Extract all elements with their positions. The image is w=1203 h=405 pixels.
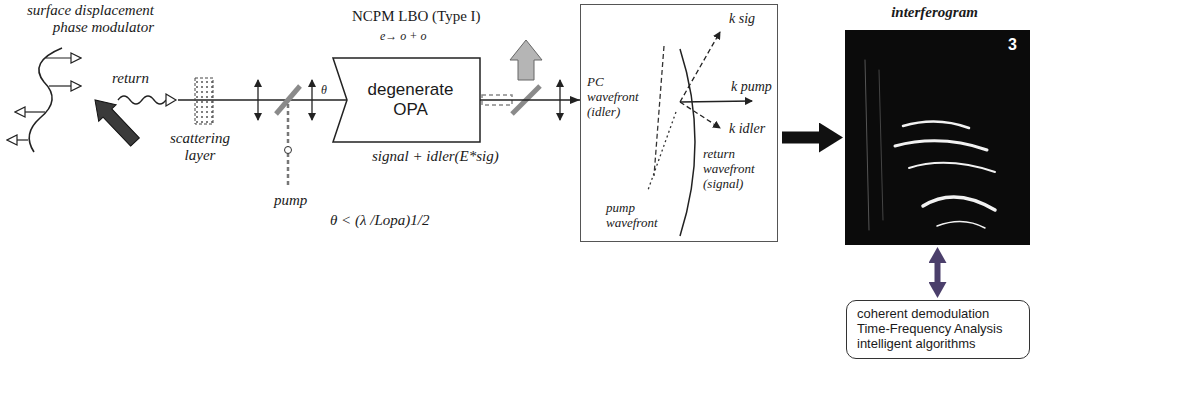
wavefront-label: PC wavefront (idler) [587,75,657,120]
wave-vector [680,101,752,102]
modulated-surface [29,48,62,152]
double-arrow [935,261,941,284]
interferogram-picture [845,30,1030,245]
vector-label: k sig [729,11,755,27]
interference-fringe [923,197,995,210]
pump-beam [287,104,290,186]
analysis-text: coherent demodulation Time-Frequency Ana… [857,307,1019,352]
wave-arrowhead [166,94,176,106]
interference-fringe [903,121,969,128]
flow-arrow [782,132,821,144]
interferogram-image: interferogram3 [845,30,1030,245]
displacement-arrow [49,85,80,86]
condition-label: θ < (λ /Lopa)1/2 [330,212,429,229]
opa-crystal-box: degenerateOPA [333,58,480,142]
pointer-arrow [86,92,143,151]
process-label: e→ o + o [380,30,426,44]
angle-label: θ [321,84,327,98]
box-title: OPA [393,100,428,120]
interference-fringe [909,163,995,172]
signal-label: return [112,70,149,87]
crystal-label: NCPM LBO (Type I) [352,8,481,25]
interference-fringe [865,60,869,230]
return-wavefront [680,49,695,236]
beam-connector [480,99,580,100]
lens-symbol [257,80,258,120]
pc-wavefront [654,46,664,176]
return-wave [118,96,166,104]
vector-label: k idler [729,121,765,137]
lens-symbol [311,80,312,120]
part-label: scattering layer [160,130,240,165]
beam-splitter [276,86,300,114]
figure-label: surface displacement phase modulator [4,2,154,37]
crystal-outline-shape [333,58,480,142]
wavefront-label: pump wavefront [606,201,676,231]
wave-vector [680,102,720,128]
pump-dump-arrow [510,40,542,80]
vector-label: k pump [731,79,772,95]
interference-fringe [895,141,987,150]
pump-wavefront [648,112,676,190]
wavefront-label: return wavefront (signal) [703,147,773,192]
callout-number: 3 [1008,36,1017,54]
image-title: interferogram [842,4,1027,21]
interference-fringe [879,70,883,220]
displacement-arrow [16,111,45,112]
beam-label: signal + idler(E*sig) [372,148,499,165]
beam-label: pump [274,192,307,209]
inset-panel: PC wavefront (idler) k sig k pump k idler re… [580,4,778,242]
pointer-arrow-shape [86,92,143,151]
polarization-dot [285,147,292,154]
box-title: degenerate [367,80,453,100]
scattering-layer [195,78,213,124]
displacement-arrow [8,139,28,140]
displacement-arrow [46,57,80,58]
interference-fringe [937,221,985,228]
analysis-box: coherent demodulation Time-Frequency Ana… [846,300,1030,359]
